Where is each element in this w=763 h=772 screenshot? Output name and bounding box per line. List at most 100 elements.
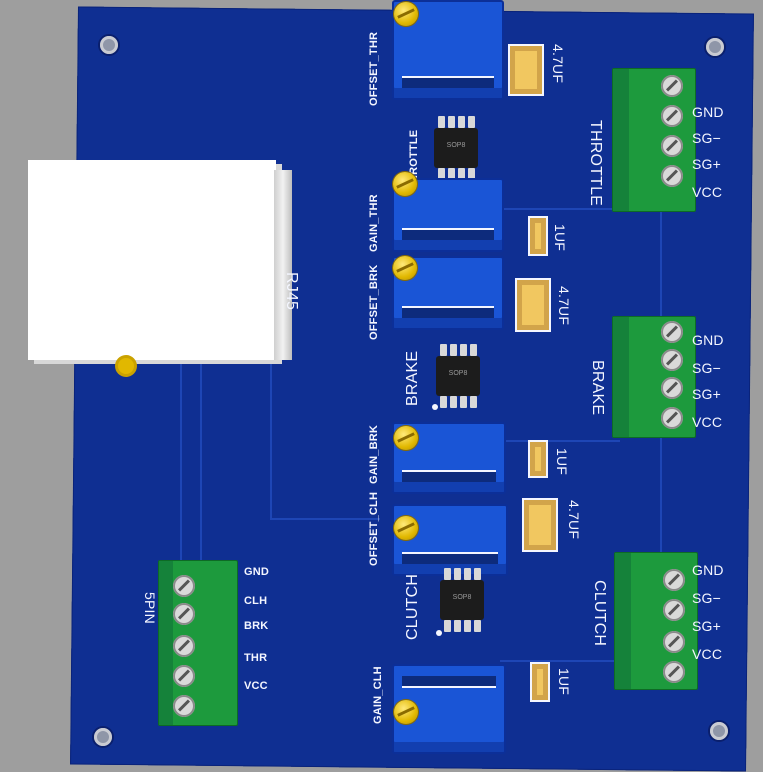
trace (660, 430, 662, 560)
5pin-pin-gnd: GND (244, 566, 270, 578)
terminal-block-brake (612, 316, 696, 438)
terminal-screw[interactable] (173, 695, 195, 717)
terminal-lip (613, 69, 629, 211)
chip-pin (450, 396, 457, 408)
cap-brk-large-label: 4.7UF (556, 286, 572, 326)
offset-clh-pot[interactable] (392, 504, 508, 576)
mounting-hole-bottom-right (710, 722, 728, 740)
5pin-pin-brk: BRK (244, 620, 269, 632)
gain-thr-screw[interactable] (393, 172, 417, 196)
trace (500, 440, 620, 442)
rj45-pad (118, 358, 134, 374)
clutch-pin-sg-plus: SG+ (692, 618, 722, 634)
terminal-screw[interactable] (661, 349, 683, 371)
pot-slot (402, 228, 494, 240)
cap-body (535, 223, 541, 249)
clutch-pin-vcc: VCC (692, 646, 723, 662)
gain-brk-label: GAIN_BRK (368, 424, 380, 484)
chip-pin (470, 344, 477, 356)
trace (270, 518, 380, 520)
terminal-screw[interactable] (663, 631, 685, 653)
trace (660, 200, 662, 320)
mounting-hole-bottom-left (94, 728, 112, 746)
pin1-marker (432, 404, 438, 410)
cap-clh-large (522, 498, 558, 552)
cap-body (529, 505, 551, 545)
pin1-marker (436, 630, 442, 636)
gain-brk-screw[interactable] (394, 426, 418, 450)
terminal-lip (159, 561, 173, 725)
terminal-screw[interactable] (173, 603, 195, 625)
gain-thr-label: GAIN_THR (368, 194, 380, 252)
sop8-chip-throttle: SOP8 (434, 116, 478, 180)
pot-slot (402, 306, 494, 318)
chip-pin (454, 620, 461, 632)
terminal-screw[interactable] (661, 105, 683, 127)
chip-pin (474, 620, 481, 632)
cap-thr-large (508, 44, 544, 96)
terminal-screw[interactable] (661, 377, 683, 399)
gain-clh-label: GAIN_CLH (372, 666, 384, 724)
terminal-block-throttle (612, 68, 696, 212)
chip-pin (448, 168, 455, 180)
terminal-screw[interactable] (173, 635, 195, 657)
chip-pin (444, 620, 451, 632)
chip-pin (438, 168, 445, 180)
offset-brk-label: OFFSET_BRK (368, 264, 380, 340)
terminal-block-clutch (614, 552, 698, 690)
trace (180, 360, 182, 560)
trace (270, 360, 272, 520)
offset-clh-screw[interactable] (394, 516, 418, 540)
trace (500, 660, 640, 662)
cap-body (535, 447, 541, 471)
terminal-screw[interactable] (663, 569, 685, 591)
terminal-screw[interactable] (663, 599, 685, 621)
connector-5pin-title: 5PIN (142, 592, 158, 624)
rj45-label: RJ45 (283, 272, 300, 311)
terminal-screw[interactable] (173, 575, 195, 597)
cap-body (515, 51, 537, 89)
terminal-screw[interactable] (173, 665, 195, 687)
cap-brk-small (528, 440, 548, 478)
pot-slot (402, 676, 496, 688)
chip-pin (464, 620, 471, 632)
brake-pin-sg-minus: SG− (692, 360, 722, 376)
terminal-block-5pin (158, 560, 238, 726)
cap-clh-large-label: 4.7UF (566, 500, 582, 540)
chip-package-label: SOP8 (452, 594, 472, 601)
cap-brk-large (515, 278, 551, 332)
chip-ref-clutch: CLUTCH (404, 573, 421, 640)
throttle-title: THROTTLE (587, 120, 604, 207)
mounting-hole-top-right (706, 38, 724, 56)
5pin-pin-vcc: VCC (244, 680, 268, 692)
chip-pin (474, 568, 481, 580)
mounting-hole-top-left (100, 36, 118, 54)
5pin-pin-clh: CLH (244, 595, 268, 607)
terminal-screw[interactable] (661, 135, 683, 157)
terminal-lip (613, 317, 629, 437)
gain-clh-screw[interactable] (394, 700, 418, 724)
cap-brk-small-label: 1UF (554, 448, 570, 476)
clutch-title: CLUTCH (591, 580, 608, 647)
offset-brk-screw[interactable] (393, 256, 417, 280)
chip-pin (438, 116, 445, 128)
brake-pin-vcc: VCC (692, 414, 723, 430)
terminal-screw[interactable] (661, 407, 683, 429)
throttle-pin-vcc: VCC (692, 184, 723, 200)
terminal-screw[interactable] (661, 321, 683, 343)
brake-pin-gnd: GND (692, 332, 724, 348)
terminal-screw[interactable] (663, 661, 685, 683)
terminal-screw[interactable] (661, 165, 683, 187)
cap-body (537, 669, 543, 695)
cap-clh-small-label: 1UF (556, 668, 572, 696)
pot-slot (402, 470, 496, 482)
pot-slot (402, 552, 498, 564)
clutch-pin-sg-minus: SG− (692, 590, 722, 606)
terminal-screw[interactable] (661, 75, 683, 97)
rj45-side (274, 170, 292, 360)
chip-pin (448, 116, 455, 128)
offset-thr-screw[interactable] (394, 2, 418, 26)
chip-pin (458, 116, 465, 128)
offset-clh-label: OFFSET_CLH (368, 491, 380, 566)
gain-clh-pot[interactable] (392, 664, 506, 754)
